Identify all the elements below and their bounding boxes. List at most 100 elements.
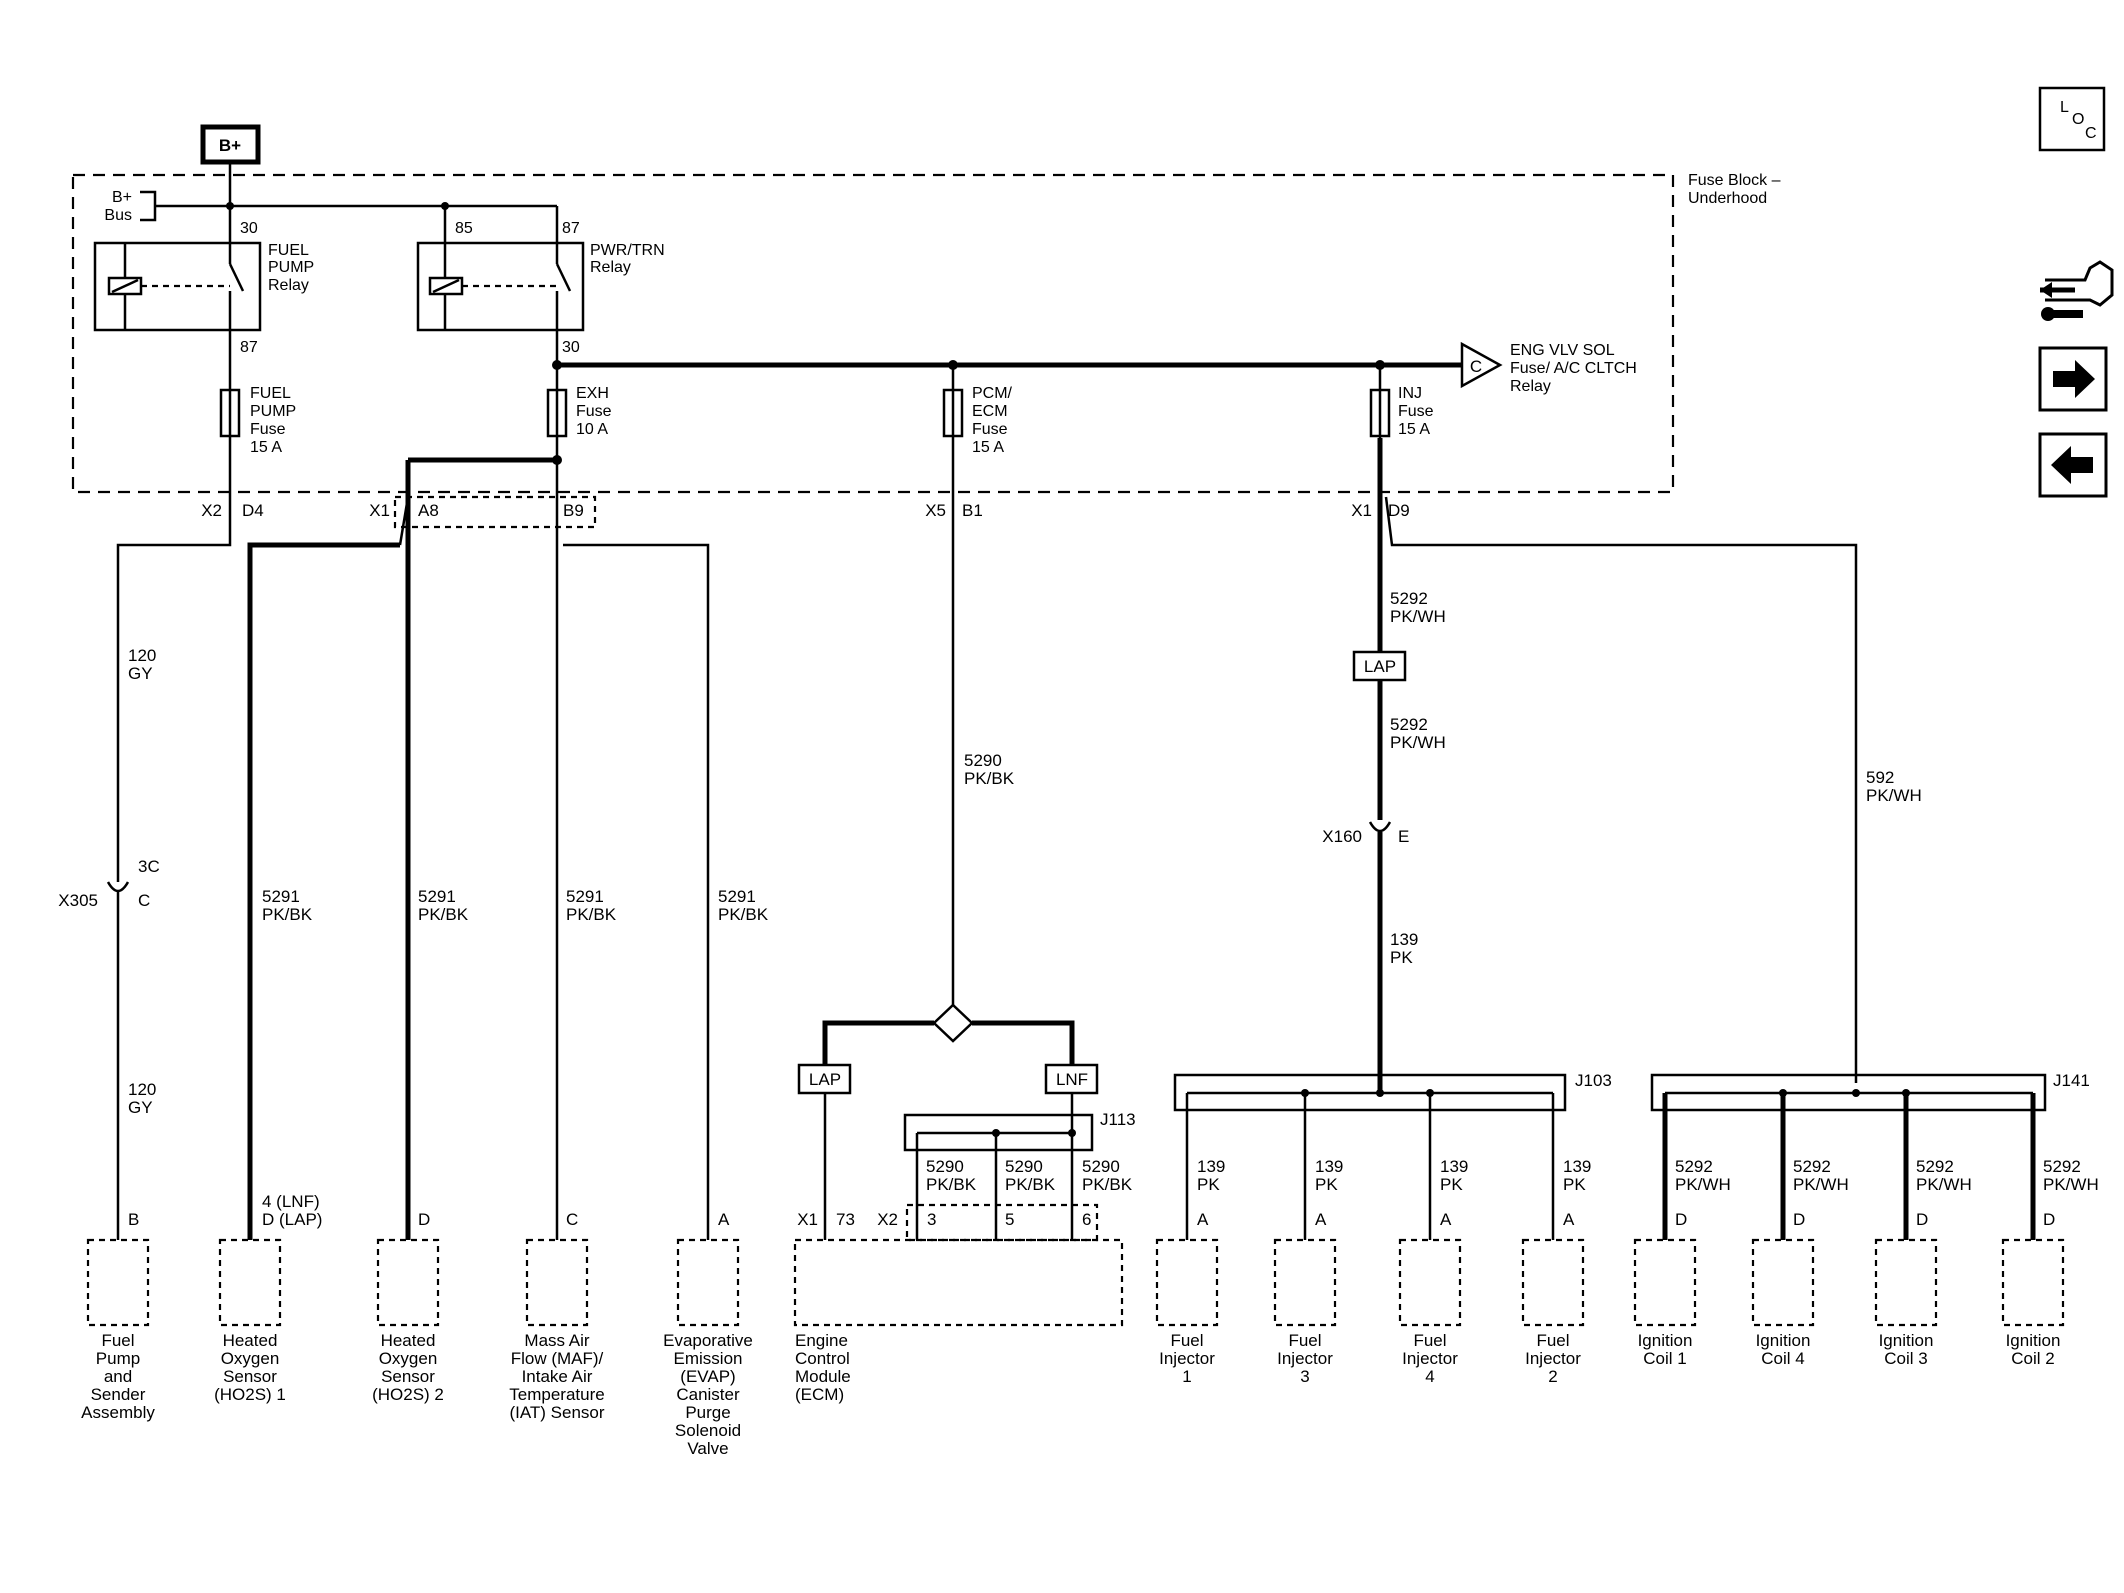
w139-a-num: 139 xyxy=(1197,1157,1225,1176)
vehicle-tools-icon[interactable] xyxy=(2040,260,2114,321)
fuel-pump-name: Assembly xyxy=(81,1403,155,1422)
evap-name: Canister xyxy=(676,1385,740,1404)
offpage-connector-icon xyxy=(1460,341,1503,389)
relay-switch-icon xyxy=(228,263,245,292)
ecm-component xyxy=(793,1238,1124,1327)
evap-component xyxy=(676,1238,740,1327)
option-lap2: LAP xyxy=(1364,657,1396,676)
fuse-block-title: Fuse Block – xyxy=(1688,172,1781,189)
coil4-pin: D xyxy=(1793,1210,1805,1229)
maf-name: Temperature xyxy=(509,1385,604,1404)
w5290-a-color: PK/BK xyxy=(926,1175,977,1194)
w120-top-color: GY xyxy=(128,664,153,683)
pwr-relay-name-2: Relay xyxy=(590,259,631,276)
ho2s1-pin1: 4 (LNF) xyxy=(262,1192,320,1211)
pwr-trn-relay xyxy=(416,241,585,332)
loc-button[interactable]: L O C xyxy=(2038,86,2106,152)
w5292-top-color: PK/WH xyxy=(1390,607,1446,626)
fuel-relay-name-3: Relay xyxy=(268,277,309,294)
pcm-fuse-4: 15 A xyxy=(972,439,1004,456)
coil4-name: Ignition xyxy=(1756,1331,1811,1350)
inj4-name: Injector xyxy=(1402,1349,1458,1368)
ecm-name: Control xyxy=(795,1349,850,1368)
ho2s1-pin2: D (LAP) xyxy=(262,1210,322,1229)
w5292-a-color: PK/WH xyxy=(1675,1175,1731,1194)
x305-pin-bot: C xyxy=(138,891,150,910)
exh-fuse-2: Fuse xyxy=(576,403,612,420)
w139-main-color: PK xyxy=(1390,948,1413,967)
inj4-pin: A xyxy=(1440,1210,1452,1229)
fuse-block-outline xyxy=(71,173,1675,494)
ho2s2-pin: D xyxy=(418,1210,430,1229)
j141-splice xyxy=(1650,1073,2047,1112)
w5292-mid-color: PK/WH xyxy=(1390,733,1446,752)
fuel-fuse-2: PUMP xyxy=(250,403,296,420)
w5292-c-color: PK/WH xyxy=(1916,1175,1972,1194)
coil2-name: Coil 2 xyxy=(2011,1349,2054,1368)
maf-component xyxy=(525,1238,589,1327)
conn-x5: X5 xyxy=(925,501,946,520)
relay-switch-icon xyxy=(555,263,572,292)
w5291-1-num: 5291 xyxy=(262,887,300,906)
evap-pin: A xyxy=(718,1210,730,1229)
fuel-pump-name: and xyxy=(104,1367,132,1386)
inj2-pin: A xyxy=(1563,1210,1575,1229)
splice-diamond-icon xyxy=(932,1003,974,1043)
w5290-b-color: PK/BK xyxy=(1005,1175,1056,1194)
coil1-component xyxy=(1633,1238,1697,1327)
connector-x1-outline xyxy=(393,495,597,529)
w5290-c-num: 5290 xyxy=(1082,1157,1120,1176)
inj3-name: 3 xyxy=(1300,1367,1309,1386)
coil1-pin: D xyxy=(1675,1210,1687,1229)
fuel-fuse-4: 15 A xyxy=(250,439,282,456)
w5292-d-color: PK/WH xyxy=(2043,1175,2099,1194)
x160-connector-icon xyxy=(1368,821,1392,833)
conn-b9: B9 xyxy=(563,501,584,520)
pwr-relay-pin30: 30 xyxy=(562,339,580,356)
coil1-name: Coil 1 xyxy=(1643,1349,1686,1368)
w5292-b-color: PK/WH xyxy=(1793,1175,1849,1194)
w120-bot-color: GY xyxy=(128,1098,153,1117)
option-lnf-box xyxy=(1044,1063,1099,1095)
ho2s1-name: (HO2S) 1 xyxy=(214,1385,286,1404)
arrow-left-icon[interactable] xyxy=(2038,432,2108,498)
maf-name: Mass Air xyxy=(524,1331,590,1350)
x305-pin-top: 3C xyxy=(138,857,160,876)
x305-conn: X305 xyxy=(58,891,98,910)
w5292-b-num: 5292 xyxy=(1793,1157,1831,1176)
fuel-pump-component xyxy=(86,1238,150,1327)
bus-label-1: B+ xyxy=(112,189,132,206)
fuel-fuse-1: FUEL xyxy=(250,385,291,402)
ecm-name: Module xyxy=(795,1367,851,1386)
w139-b-color: PK xyxy=(1315,1175,1338,1194)
option-lnf: LNF xyxy=(1056,1070,1088,1089)
pcm-fuse-1: PCM/ xyxy=(972,385,1013,402)
coil3-pin: D xyxy=(1916,1210,1928,1229)
j141-label: J141 xyxy=(2053,1071,2090,1090)
w592-color: PK/WH xyxy=(1866,786,1922,805)
j103-splice xyxy=(1173,1073,1567,1112)
w5292-d-num: 5292 xyxy=(2043,1157,2081,1176)
bus-label-2: Bus xyxy=(104,207,132,224)
j113-label: J113 xyxy=(1100,1110,1136,1129)
evap-name: (EVAP) xyxy=(680,1367,735,1386)
w5290-main-color: PK/BK xyxy=(964,769,1015,788)
coil2-pin: D xyxy=(2043,1210,2055,1229)
ho2s2-name: (HO2S) 2 xyxy=(372,1385,444,1404)
w5291-3-num: 5291 xyxy=(566,887,604,906)
maf-name: (IAT) Sensor xyxy=(509,1403,604,1422)
conn-d9: D9 xyxy=(1388,501,1410,520)
fuel-relay-name-1: FUEL xyxy=(268,242,309,259)
x160-conn: X160 xyxy=(1322,827,1362,846)
w5292-c-num: 5292 xyxy=(1916,1157,1954,1176)
exh-fuse-1: EXH xyxy=(576,385,609,402)
ecm-name: (ECM) xyxy=(795,1385,844,1404)
w139-c-num: 139 xyxy=(1440,1157,1468,1176)
w120-top-num: 120 xyxy=(128,646,156,665)
inj3-name: Fuel xyxy=(1288,1331,1321,1350)
fuel-pump-name: Pump xyxy=(96,1349,140,1368)
fuel-pump-pin: B xyxy=(128,1210,139,1229)
arrow-right-icon[interactable] xyxy=(2038,346,2108,412)
coil3-name: Ignition xyxy=(1879,1331,1934,1350)
